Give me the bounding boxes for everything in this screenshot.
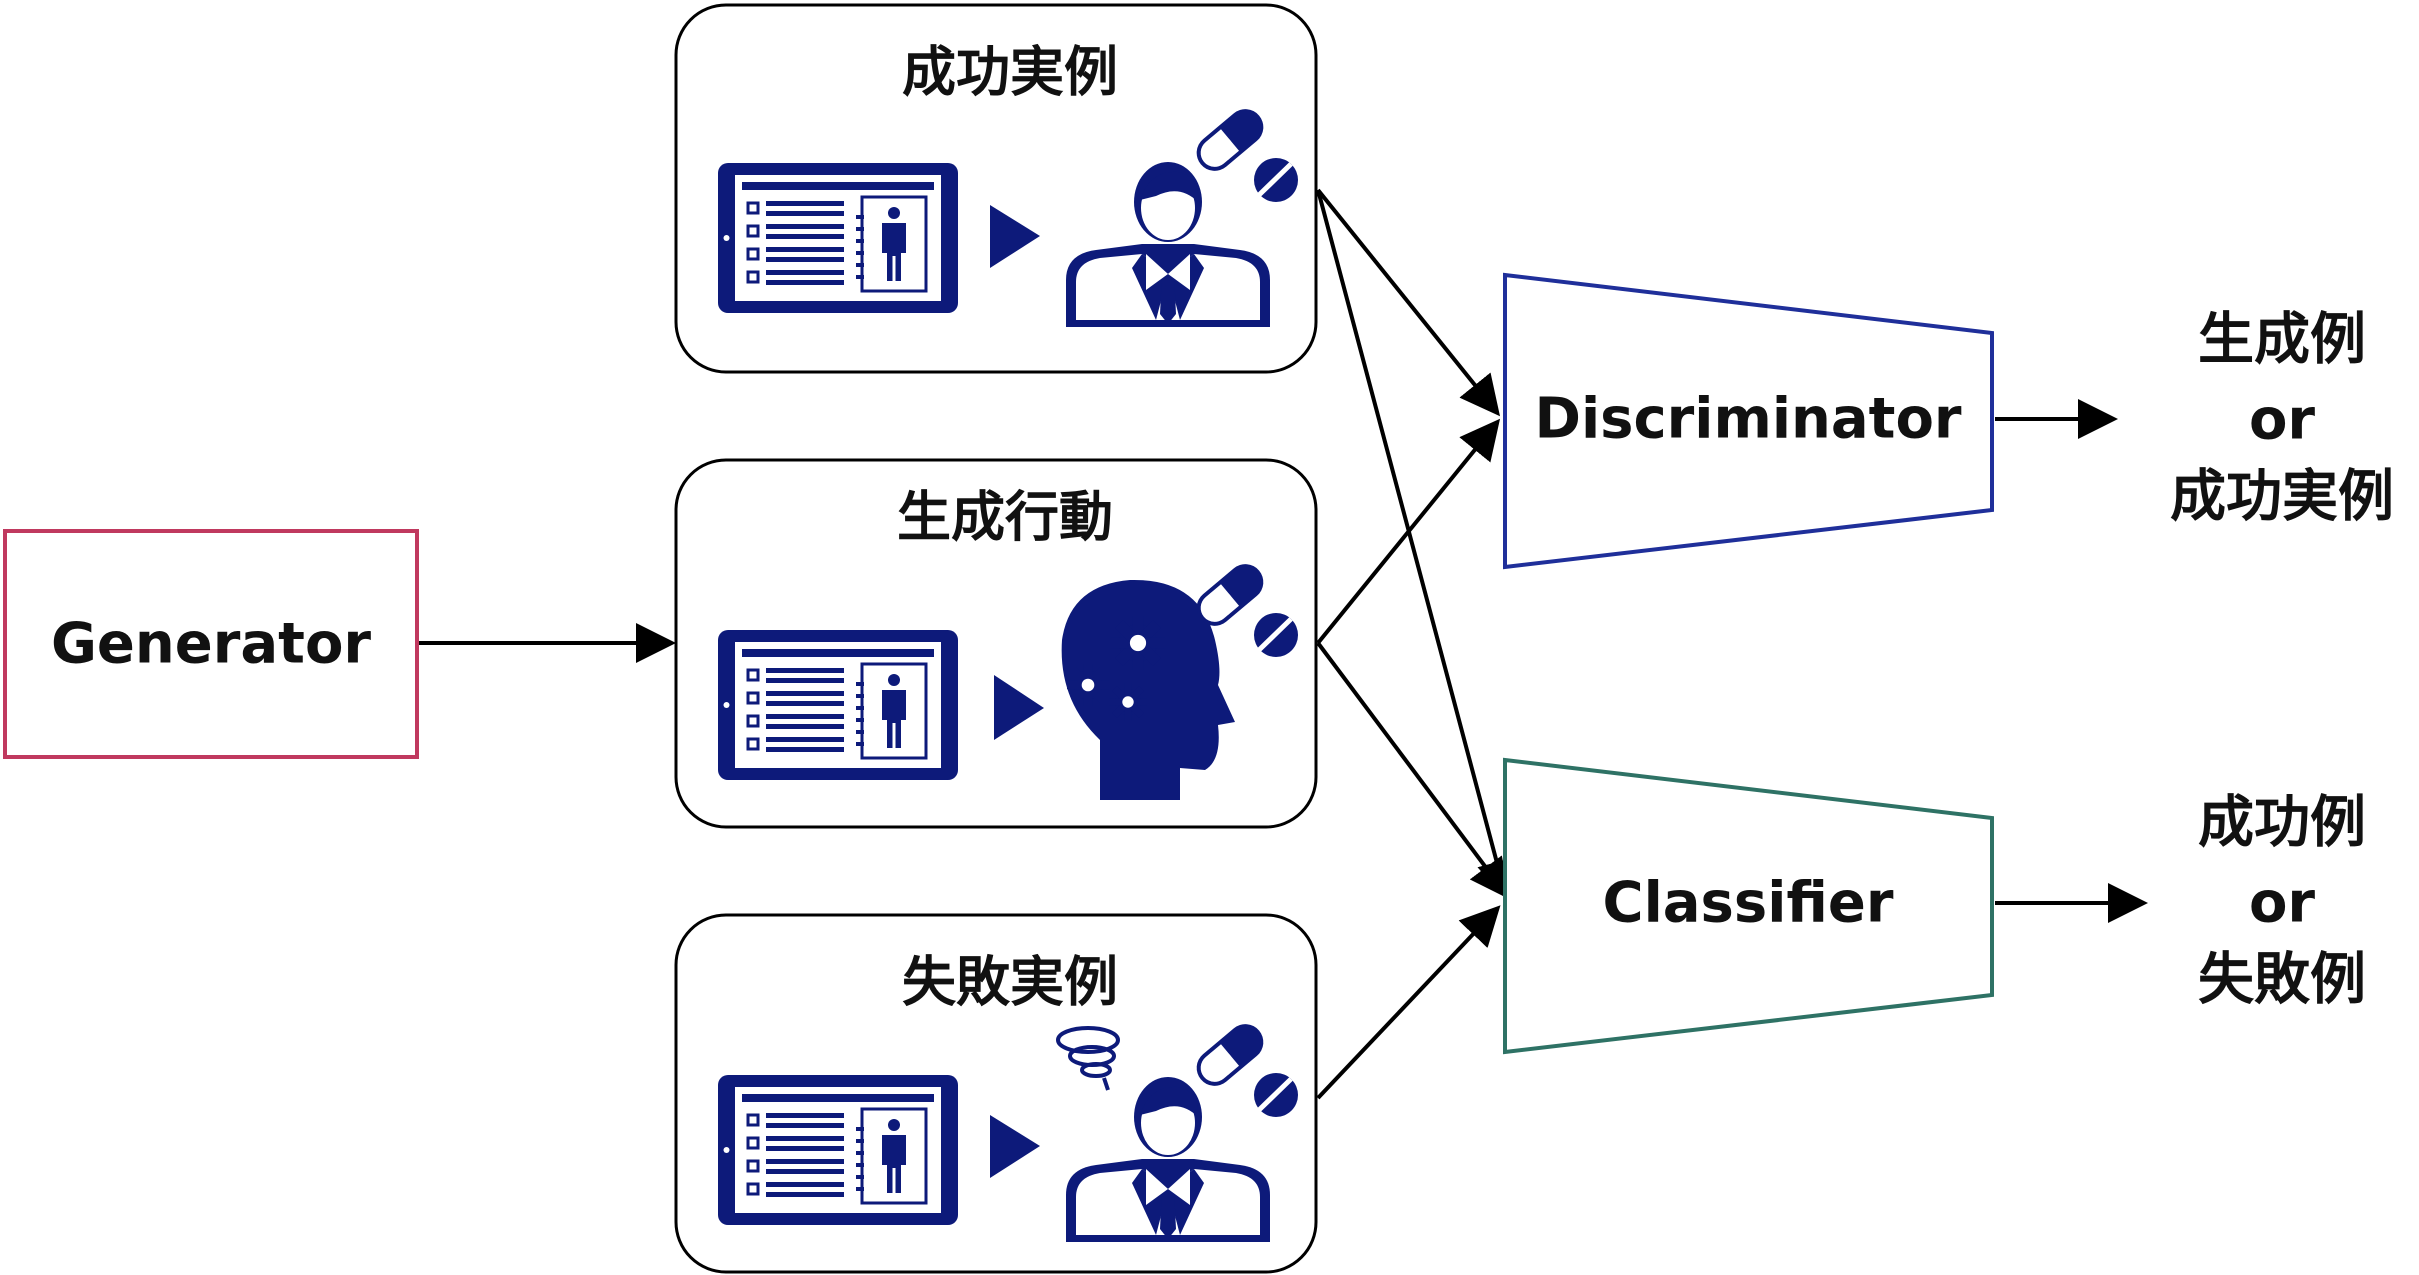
generated-action-panel: 生成行動: [674, 458, 1318, 829]
tablet-icon: [716, 161, 960, 315]
action-to-classifier-arrow: [1316, 641, 1510, 900]
success-to-classifier-arrow: [1316, 189, 1517, 901]
panel-title: 生成行動: [897, 486, 1113, 549]
success-example-panel: 成功実例: [674, 3, 1318, 374]
play-arrow-icon: [994, 675, 1044, 740]
output-line: or: [2249, 388, 2315, 453]
classifier-output: 成功例 or 失敗例: [2198, 791, 2366, 1013]
output-line: or: [2249, 871, 2315, 936]
output-line: 生成例: [2198, 308, 2366, 373]
tablet-icon: [716, 1073, 960, 1227]
classifier-block: Classifier: [1503, 757, 1994, 1055]
play-arrow-icon: [990, 205, 1040, 268]
failure-to-classifier-arrow: [1316, 905, 1501, 1100]
action-to-discriminator-arrow: [1316, 418, 1501, 645]
discriminator-output: 生成例 or 成功実例: [2170, 308, 2394, 530]
output-line: 失敗例: [2198, 948, 2366, 1013]
tablet-icon: [716, 628, 960, 782]
generator-label: Generator: [51, 612, 371, 677]
panel-title: 失敗実例: [902, 951, 1118, 1014]
discriminator-block: Discriminator: [1503, 272, 1994, 570]
failure-example-panel: 失敗実例: [674, 913, 1318, 1274]
discriminator-label: Discriminator: [1534, 387, 1961, 452]
confusion-swirl-icon: [1056, 1026, 1120, 1091]
gear-head-icon: [1061, 579, 1235, 800]
success-to-discriminator-arrow: [1316, 188, 1501, 417]
play-arrow-icon: [990, 1115, 1040, 1178]
generator-box: Generator: [3, 529, 419, 759]
output-line: 成功実例: [2170, 465, 2394, 530]
output-line: 成功例: [2198, 791, 2366, 856]
panel-title: 成功実例: [902, 41, 1118, 104]
classifier-label: Classifier: [1602, 871, 1893, 936]
